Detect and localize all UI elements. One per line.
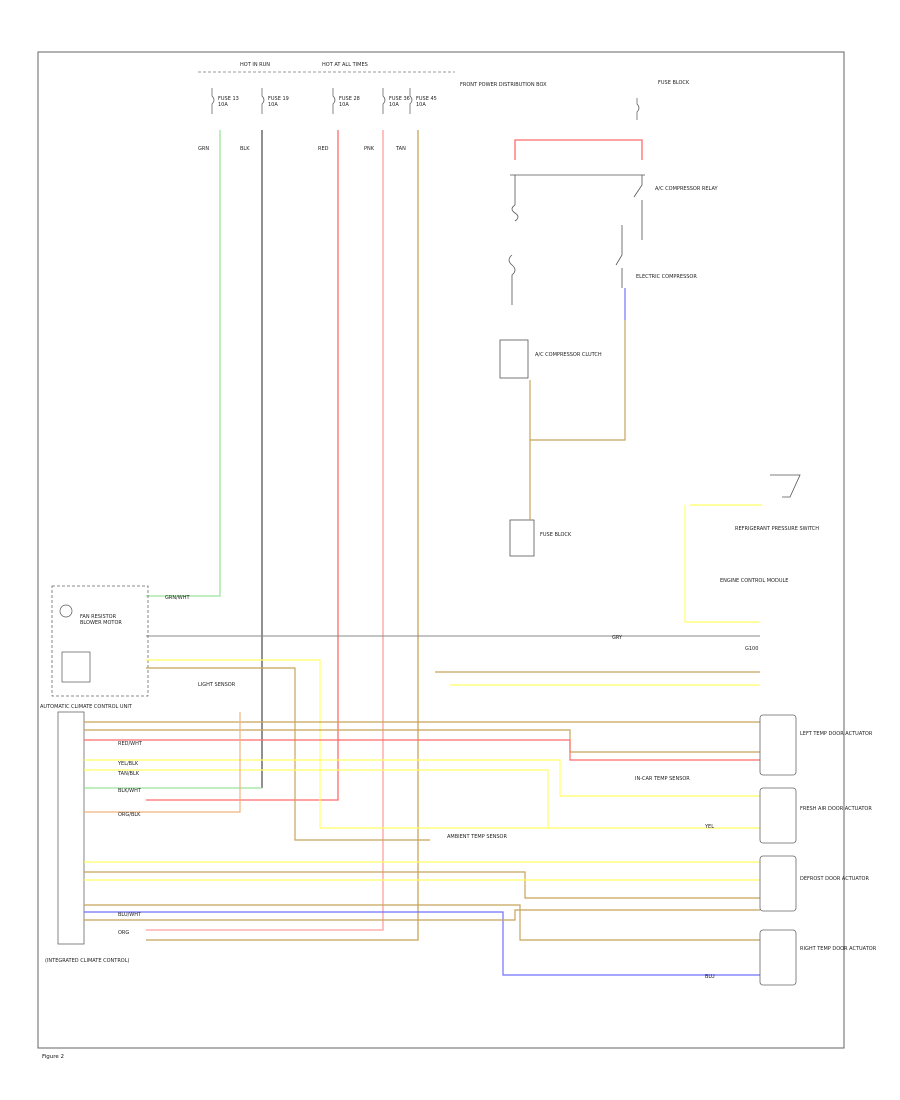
h-wire-blu [84,911,760,976]
wire-pink [146,130,384,931]
ambient-sensor-label: AMBIENT TEMP SENSOR [447,834,507,840]
wire-label-blu: BLU [705,974,715,980]
fuse-amp-4: 10A [389,102,399,108]
fuse-label-2: FUSE 19 [268,96,289,102]
fuse-amp-3: 10A [339,102,349,108]
pressure-region [146,474,801,637]
fuse-amp-5: 10A [416,102,426,108]
ecm-label: ENGINE CONTROL MODULE [720,578,788,584]
fan-resistor-label: FAN RESISTOR [80,614,117,620]
wire-tan-comp [529,320,626,520]
left-actuator-label: LEFT TEMP DOOR ACTUATOR [800,731,873,737]
diagram-border [37,51,845,1049]
fuse-label-1: FUSE 13 [218,96,239,102]
wire-label-blk-wht: BLK/WHT [118,788,142,794]
relay-coil [511,175,519,222]
climate-unit-label: AUTOMATIC CLIMATE CONTROL UNIT [40,704,133,710]
light-sensor-label: LIGHT SENSOR [198,682,236,688]
wire-label-org-blk: ORG/BLK [118,812,141,818]
right-actuator-label: RIGHT TEMP DOOR ACTUATOR [800,946,877,952]
fuse-label-4: FUSE 36 [389,96,410,102]
climate-unit-block [57,711,85,945]
wire-label-red: RED [318,146,329,152]
pressure-switch-label: REFRIGERANT PRESSURE SWITCH [735,526,819,532]
fuse-block-note: FUSE BLOCK [658,80,690,86]
wire-tan-main [146,130,419,941]
actuators [759,714,797,986]
wire-label-blk: BLK [240,146,250,152]
fuse-box-note: FRONT POWER DISTRIBUTION BOX [460,82,547,88]
fresh-actuator-box [759,787,797,844]
electric-comp-label: ELECTRIC COMPRESSOR [636,274,697,280]
left-actuator-box [759,714,797,776]
relay-switch [633,175,643,240]
fuse-header-left: HOT IN RUN [240,62,270,68]
wire-label-blu-wht: BLU/WHT [118,912,142,918]
fuse-label-3: FUSE 28 [339,96,360,102]
wire-red-1 [146,130,339,801]
fuse-block-bottom-label: FUSE BLOCK [540,532,572,538]
fresh-actuator-label: FRESH AIR DOOR ACTUATOR [800,806,872,812]
fuse-2 [261,88,265,114]
fuse-1 [211,88,215,114]
wire-label-tan: TAN [395,146,406,152]
pressure-switch [770,474,801,498]
comp-wires [529,288,626,520]
fuse-group [211,88,640,120]
fuse-3 [332,88,336,114]
wire-label-pnk: PNK [364,146,375,152]
h-wire-tan-4 [84,729,760,753]
figure-number: Figure 2 [42,1054,64,1060]
h-wire-red-wht [84,739,760,761]
relay-label: A/C COMPRESSOR RELAY [655,186,718,192]
blower-motor-label: BLOWER MOTOR [80,620,122,626]
wire-label-gry: GRY [612,635,623,641]
defrost-actuator-label: DEFROST DOOR ACTUATOR [800,876,869,882]
fuse-amp-1: 10A [218,102,228,108]
wire-label-red-wht: RED/WHT [118,741,143,747]
fuse-header-right: HOT AT ALL TIMES [322,62,368,68]
wire-label-yel-blk: YEL/BLK [117,761,139,767]
fan-resistor-box [61,651,91,683]
fuse-6 [636,98,640,120]
wire-yel-ps [684,504,762,623]
wire-label-org: ORG [118,930,129,936]
relay-region [499,175,643,557]
h-wire-yel-4 [84,769,549,828]
h-wire-org [84,712,241,813]
clutch-label: A/C COMPRESSOR CLUTCH [535,352,602,358]
actuator-wires [84,659,760,976]
fuse-amp-2: 10A [268,102,278,108]
fuse-label-5: FUSE 45 [416,96,437,102]
wire-label-yel: YEL [704,824,714,830]
incar-sensor-label: IN-CAR TEMP SENSOR [635,776,690,782]
ground-label: G100 [745,646,758,652]
main-wires [146,130,645,941]
blower-block [51,585,149,697]
climate-unit-sub: (INTEGRATED CLIMATE CONTROL) [45,958,130,964]
h-wire-tan-1 [146,667,430,841]
wire-red-top [514,139,643,160]
elec-comp-switch [615,225,623,288]
fuse-4 [382,88,386,114]
compressor-clutch-box [499,339,529,379]
fuse-5 [409,88,413,114]
comp-switch [508,254,516,305]
wire-label-grn: GRN [198,146,209,152]
wire-label-grn-wht: GRN/WHT [165,595,190,601]
h-wire-tan-5 [84,871,760,899]
defrost-actuator-box [759,855,797,912]
blower-motor-icon [59,604,73,618]
wire-green [146,130,221,597]
h-wire-tan-7 [84,909,760,921]
h-wire-yel-3 [84,759,760,797]
h-wire-tan-6 [84,904,760,941]
h-wire-yel-1 [146,659,760,829]
right-actuator-box [759,929,797,986]
fuse-block-bottom-box [509,519,535,557]
wire-label-tan-blk: TAN/BLK [117,771,140,777]
